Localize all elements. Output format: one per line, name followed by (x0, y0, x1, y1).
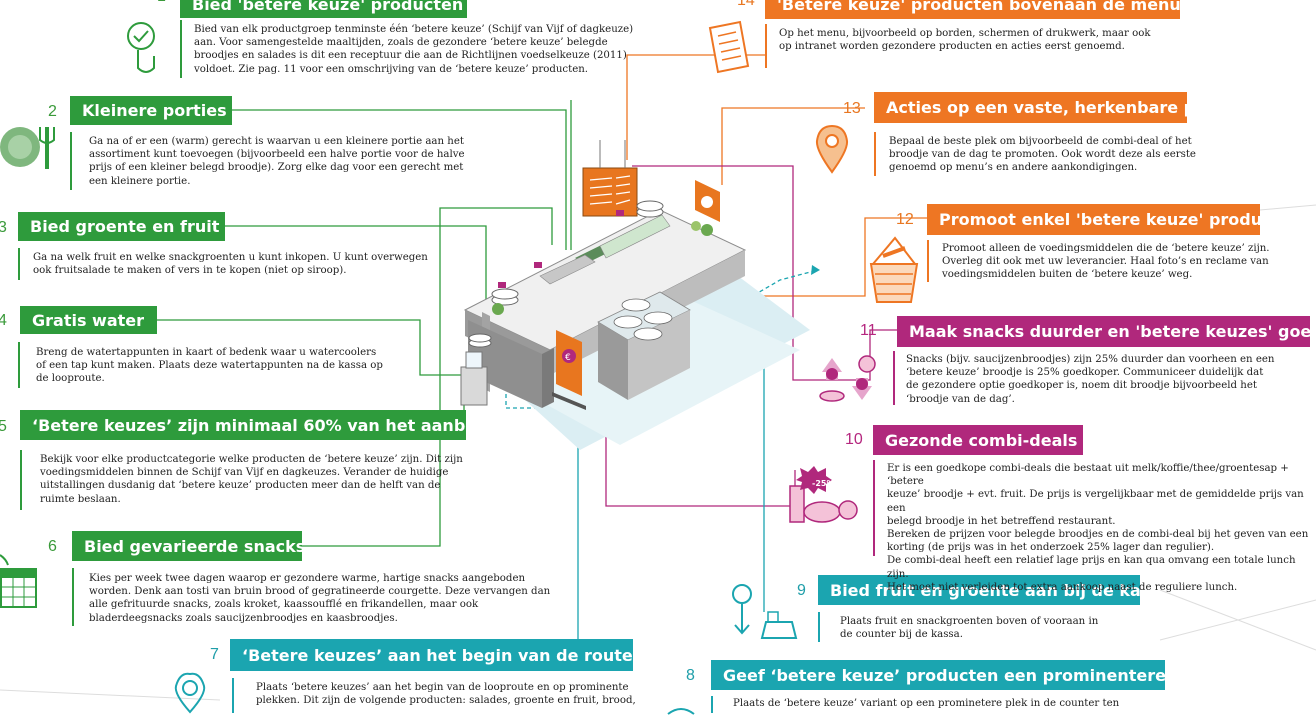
tip-rule-1 (180, 20, 182, 78)
tip-rule-9 (818, 612, 820, 642)
price-arrows-icon (819, 355, 876, 402)
tip-text-6: Kies per week twee dagen waarop er gezon… (89, 573, 551, 624)
tip-rule-7 (232, 678, 234, 713)
plate-cutlery-icon (0, 127, 55, 169)
tip-number-4: 4 (0, 312, 7, 329)
tip-rule-8 (711, 696, 713, 713)
apple-location-icon (174, 672, 206, 714)
tip-title-10: Gezonde combi-deals (873, 425, 1083, 455)
tip-title-2: Kleinere porties (70, 96, 232, 125)
tip-text-12: Promoot alleen de voedingsmiddelen die d… (942, 243, 1270, 281)
tip-title-14: 'Betere keuze' producten bovenaan de men… (765, 0, 1180, 19)
tip-text-8: Plaats de ‘betere keuze’ variant op een … (733, 698, 1120, 709)
tip-number-8: 8 (686, 667, 695, 684)
sparkle-icon (667, 708, 695, 715)
tip-rule-2 (70, 132, 72, 190)
tip-rule-11 (893, 351, 895, 405)
tip-number-9: 9 (797, 582, 806, 599)
tip-rule-3 (18, 248, 20, 280)
tip-text-9: Plaats fruit en snackgroenten boven of v… (840, 616, 1099, 641)
combi-deal-icon (789, 466, 858, 523)
tip-number-10: 10 (845, 431, 863, 448)
tip-title-9: Bied fruit en groente aan bij de kassa (818, 575, 1140, 605)
tip-text-13: Bepaal de beste plek om bijvoorbeeld de … (889, 136, 1196, 174)
tip-rule-13 (874, 132, 876, 176)
tip-title-7: ‘Betere keuzes’ aan het begin van de rou… (230, 639, 633, 671)
tip-number-6: 6 (48, 538, 57, 555)
discount-badge-text: -25% (812, 479, 835, 488)
tip-title-4: Gratis water (20, 306, 157, 334)
tip-title-11: Maak snacks duurder en 'betere keuzes' g… (897, 316, 1310, 347)
tip-number-2: 2 (48, 103, 57, 120)
svg-text:€: € (565, 353, 571, 363)
tip-title-1: Bied 'betere keuze' producten aan (180, 0, 467, 18)
tip-title-5: ‘Betere keuzes’ zijn minimaal 60% van he… (20, 410, 466, 440)
tip-number-5: 5 (0, 418, 7, 435)
tip-text-5: Bekijk voor elke productcategorie welke … (40, 454, 463, 505)
tip-text-10: Er is een goedkope combi-deals die besta… (887, 463, 1309, 593)
tip-rule-4 (18, 342, 20, 388)
tip-text-4: Breng de watertappunten in kaart of bede… (36, 347, 383, 385)
tip-rule-5 (20, 450, 22, 510)
tip-text-3: Ga na welk fruit en welke snackgroenten … (33, 252, 428, 277)
tip-rule-10 (873, 460, 875, 556)
tip-title-13: Acties op een vaste, herkenbare plek (874, 92, 1187, 123)
tip-text-14: Op het menu, bijvoorbeeld op borden, sch… (779, 28, 1151, 53)
tip-rule-6 (72, 568, 74, 626)
tip-number-3: 3 (0, 219, 7, 236)
menu-card-icon (708, 20, 750, 74)
tip-title-3: Bied groente en fruit aan (18, 212, 225, 241)
tip-number-7: 7 (210, 646, 219, 663)
tip-number-12: 12 (896, 211, 914, 228)
tip-rule-12 (927, 240, 929, 282)
tip-rule-14 (765, 24, 767, 68)
register-icon (760, 611, 798, 639)
calendar-icon (0, 554, 37, 608)
tip-text-7: Plaats ‘betere keuzes’ aan het begin van… (256, 682, 636, 707)
tip-title-12: Promoot enkel 'betere keuze' producten (927, 204, 1260, 235)
tip-title-6: Bied gevarieerde snacks aan (72, 531, 302, 561)
location-pin-icon (815, 124, 849, 174)
snack-basket-icon (869, 236, 919, 303)
pointer-check-icon (127, 22, 155, 73)
tip-title-8: Geef ‘betere keuze’ producten een promin… (711, 660, 1165, 690)
tip-text-1: Bied van elk productgroep tenminste één … (194, 24, 634, 75)
tip-number-1: 1 (157, 0, 166, 6)
tip-number-14: 14 (737, 0, 755, 9)
tip-text-2: Ga na of er een (warm) gerecht is waarva… (89, 136, 465, 187)
apple-down-icon (732, 584, 752, 635)
tip-number-13: 13 (843, 100, 861, 117)
tip-number-11: 11 (860, 322, 877, 339)
tip-text-11: Snacks (bijv. saucijzenbroodjes) zijn 25… (906, 354, 1275, 405)
